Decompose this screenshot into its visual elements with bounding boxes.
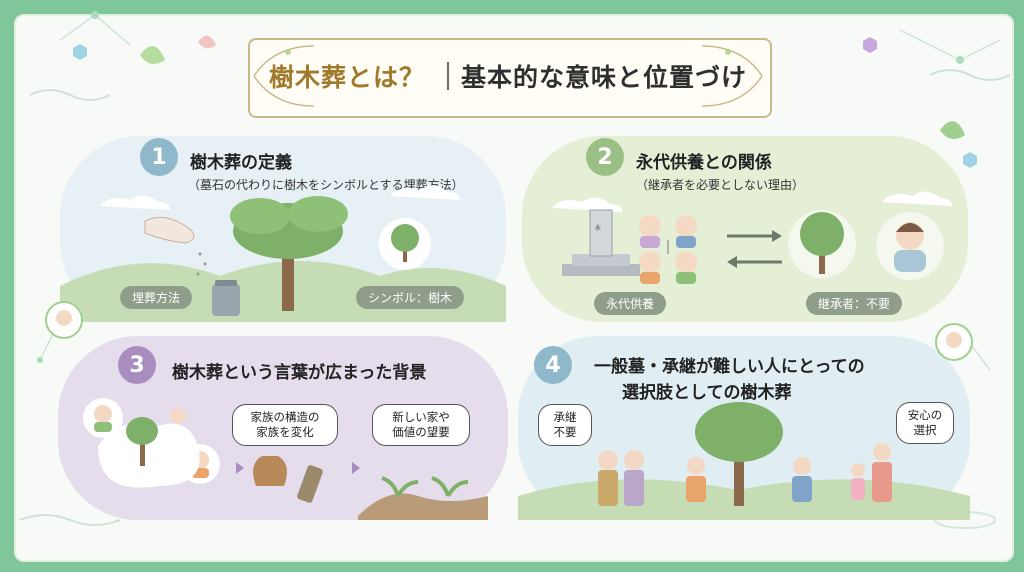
section-2-heading: 永代供養との関係 [636, 153, 772, 173]
section-1-heading: 樹木葬の定義 [190, 153, 292, 173]
avatar [45, 301, 83, 339]
avatar [935, 323, 973, 361]
title-divider [447, 62, 449, 90]
page-title: 樹木葬とは？ [268, 63, 425, 92]
section-3-heading: 樹木葬という言葉が広まった背景 [172, 363, 427, 383]
section-number-2: 2 [586, 138, 624, 176]
section-3-bubble-family: 家族の構造の 家族を変化 [232, 404, 338, 446]
section-4-heading-line1: 一般墓・承継が難しい人にとっての [594, 357, 865, 377]
section-2-subtext: （継承者を必要としない理由） [636, 178, 805, 192]
eternal-memorial-illustration: 永 [552, 191, 952, 284]
family-scene-illustration [518, 402, 970, 520]
section-4-bubble-no-succession: 承継 不要 [538, 404, 592, 446]
section-1-subtext: （墓石の代わりに樹木をシンボルとする埋葬方法） [188, 178, 464, 192]
section-2-label-memorial: 永代供養 [594, 292, 667, 315]
section-4-heading-line2: 選択肢としての樹木葬 [622, 383, 792, 403]
background-illustration [83, 398, 488, 520]
section-3-bubble-values: 新しい家や 価値の望要 [372, 404, 470, 446]
title-frame [248, 38, 772, 118]
page-subtitle: 基本的な意味と位置づけ [461, 63, 748, 92]
svg-text:永: 永 [595, 224, 601, 232]
section-number-3: 3 [118, 346, 156, 384]
title-ornament [253, 45, 763, 107]
section-1-label-method: 埋葬方法 [120, 286, 193, 309]
section-2-label-no-successor: 継承者：不要 [806, 292, 903, 315]
section-number-4: 4 [534, 346, 572, 384]
section-1-label-symbol: シンボル：樹木 [356, 286, 465, 309]
section-4-bubble-safe-choice: 安心の 選択 [896, 402, 954, 444]
section-number-1: 1 [140, 138, 178, 176]
title-banner: 樹木葬とは？ 基本的な意味と位置づけ [248, 38, 772, 118]
